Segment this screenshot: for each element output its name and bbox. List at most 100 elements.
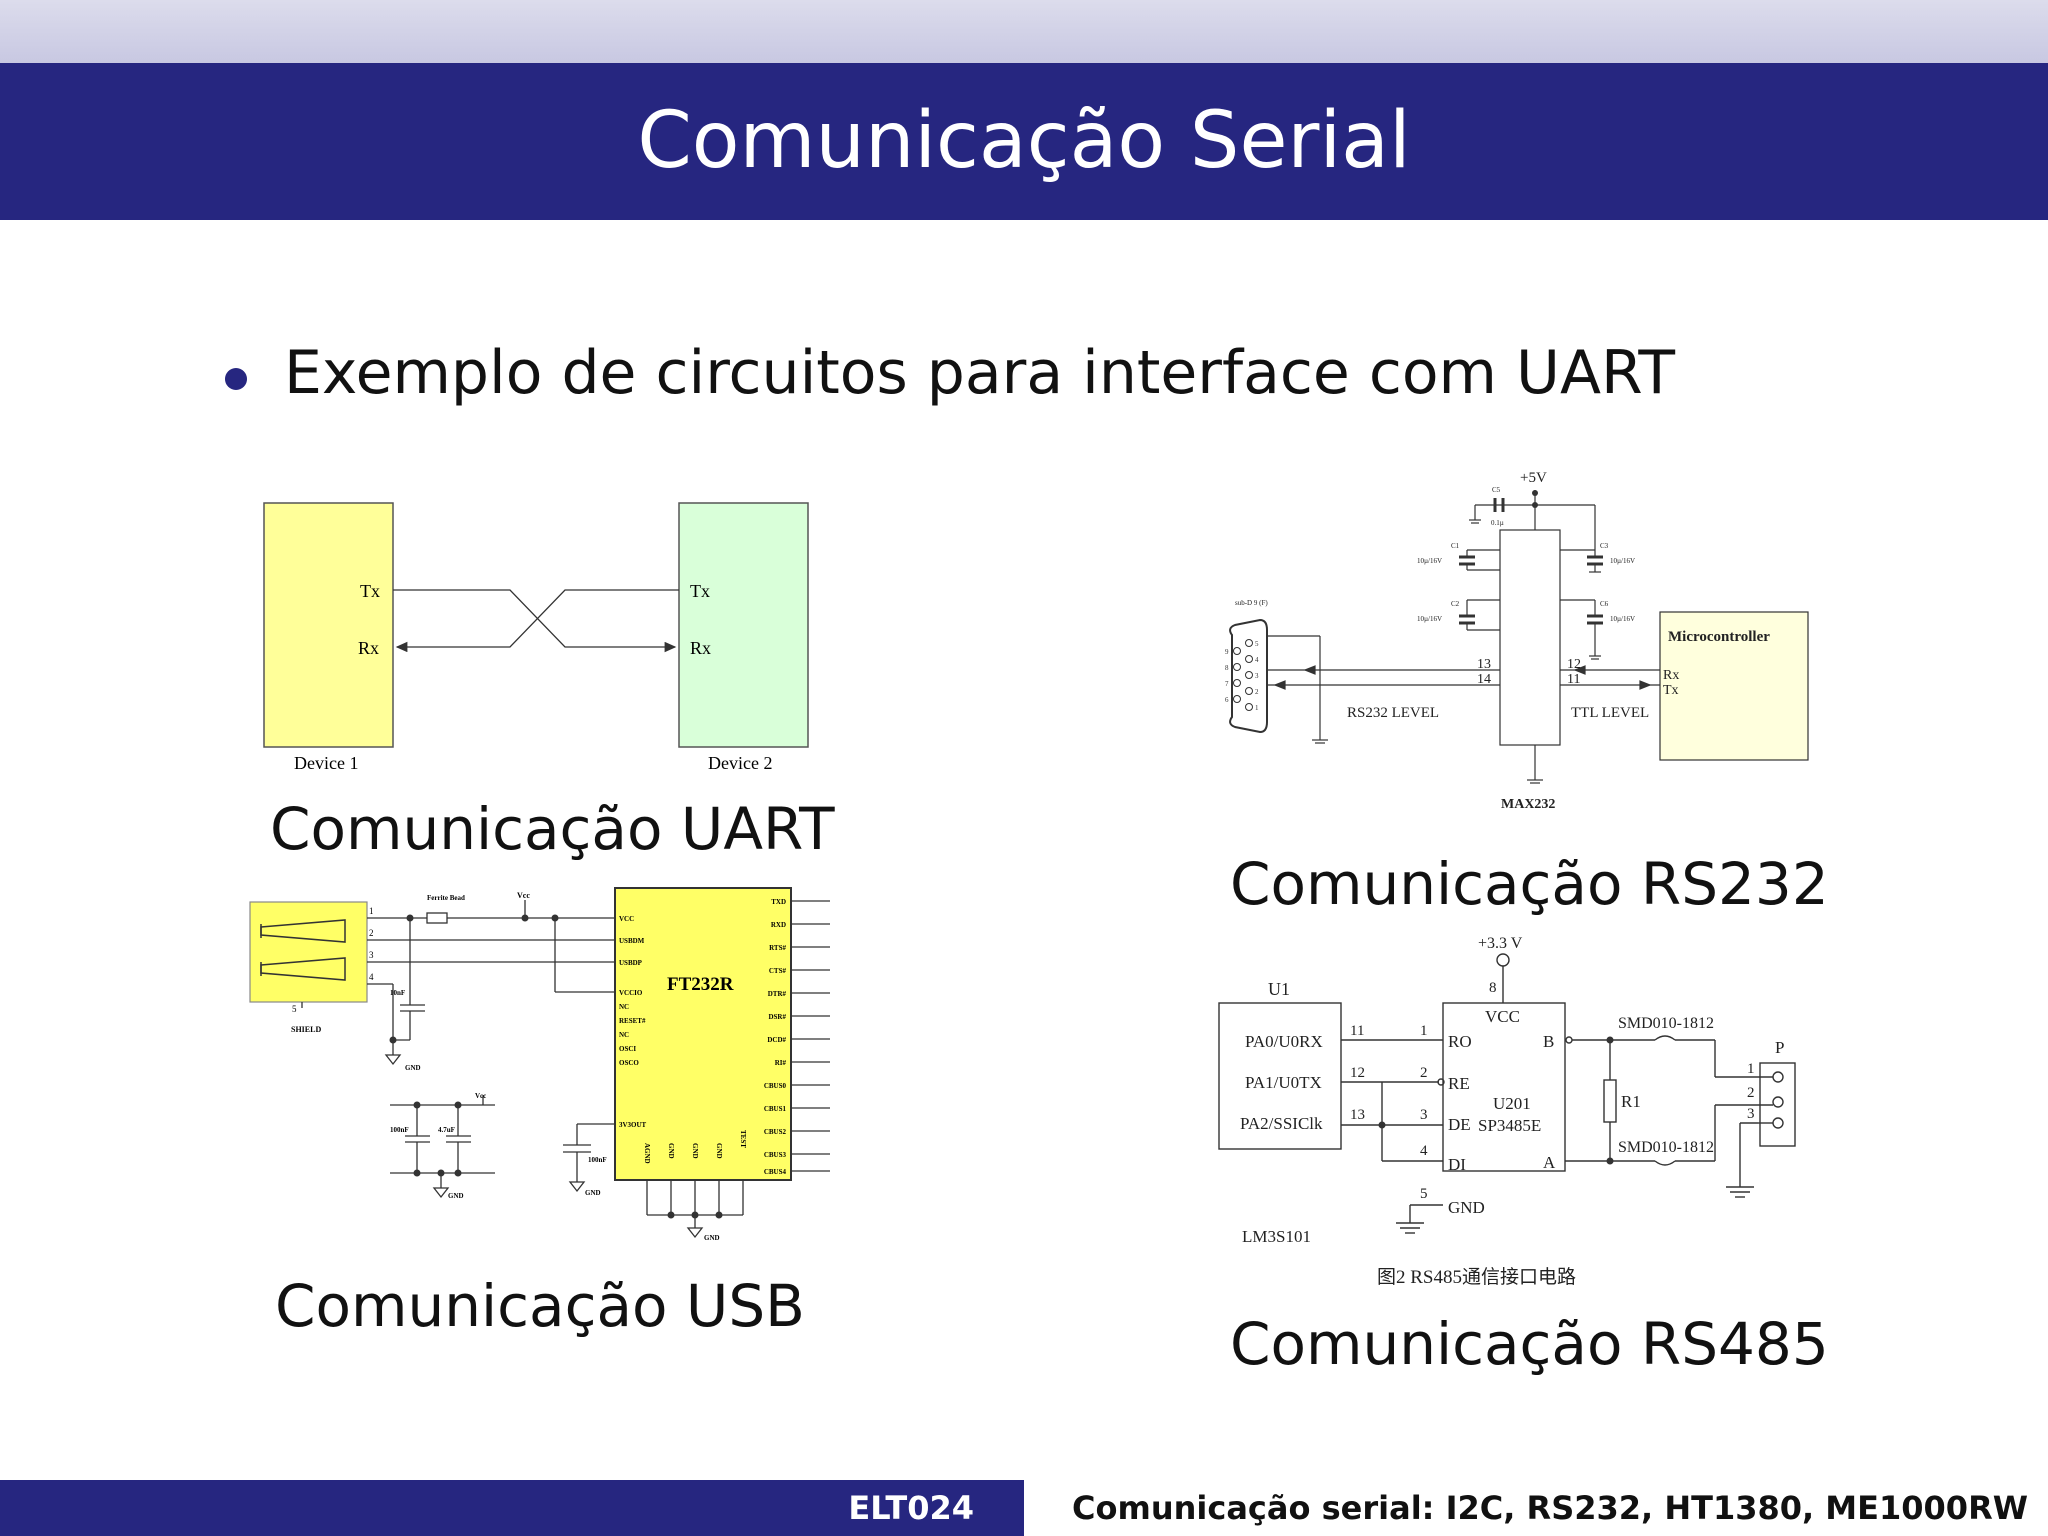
top-strip xyxy=(0,0,2048,63)
rs485-chip-pin-number: 3 xyxy=(1420,1107,1428,1123)
rs485-u1-label: U1 xyxy=(1268,979,1290,999)
uart-diagram: Tx Rx Tx Rx Device 1 Device 2 xyxy=(263,502,809,773)
rs232-c1-value: 10µ/16V xyxy=(1417,557,1442,565)
rs232-c2-label: C2 xyxy=(1451,600,1460,608)
ft232r-left-pin: VCCIO xyxy=(619,989,643,997)
device2-label: Device 2 xyxy=(708,753,772,773)
max232-chip xyxy=(1499,529,1561,746)
rs485-chip-pin-number: 2 xyxy=(1420,1065,1428,1081)
bullet-point xyxy=(225,368,247,390)
rs485-mcu-pin-number: 12 xyxy=(1350,1065,1365,1081)
db9-pin: 8 xyxy=(1225,664,1229,672)
device2-box xyxy=(678,502,809,748)
ft232r-right-pin: DTR# xyxy=(768,990,787,998)
rs232-mcu-tx: Tx xyxy=(1663,683,1679,698)
usb-connector-pin-4: 4 xyxy=(369,972,374,982)
device2-tx-label: Tx xyxy=(690,581,710,601)
rs485-figure-caption: 图2 RS485通信接口电路 xyxy=(1377,1266,1576,1288)
rs232-c6-value: 10µ/16V xyxy=(1610,615,1635,623)
usb-connector-pin-5: 5 xyxy=(292,1004,297,1014)
rs232-mcu-label: Microcontroller xyxy=(1668,629,1770,645)
usb-100nf-label: 100nF xyxy=(390,1126,409,1134)
rs232-c3-label: C3 xyxy=(1600,542,1609,550)
rs232-c6-label: C6 xyxy=(1600,600,1609,608)
ft232r-left-pin: VCC xyxy=(619,915,634,923)
rs485-mcu-pin: PA2/SSIClk xyxy=(1240,1114,1323,1133)
caption-rs485: Comunicação RS485 xyxy=(1230,1310,1829,1378)
rs485-connector-label: P xyxy=(1775,1038,1784,1057)
caption-uart: Comunicação UART xyxy=(270,795,835,863)
db9-pin: 7 xyxy=(1225,680,1229,688)
rs485-chip-pin-number: 5 xyxy=(1420,1186,1428,1202)
usb-shield-label: SHIELD xyxy=(291,1025,321,1034)
slide-title: Comunicação Serial xyxy=(637,96,1411,186)
ft232r-left-pin: OSCI xyxy=(619,1045,636,1053)
db9-pin: 3 xyxy=(1255,672,1259,680)
ttl-level-label: TTL LEVEL xyxy=(1571,705,1649,721)
ft232r-left-pin: OSCO xyxy=(619,1059,639,1067)
ft232r-left-pin: 3V3OUT xyxy=(619,1121,647,1129)
usb-connector-pin-2: 2 xyxy=(369,928,374,938)
ft232r-bottom-pin: TEST xyxy=(739,1130,747,1148)
rs485-mcu-pin-number: 11 xyxy=(1350,1023,1364,1039)
ft232r-left-pin: RESET# xyxy=(619,1017,646,1025)
bullet-text: Exemplo de circuitos para interface com … xyxy=(284,338,1675,408)
usb-vcc-label-top: Vcc xyxy=(517,891,530,900)
footer-right-bar xyxy=(1024,1480,2048,1536)
device1-tx-label: Tx xyxy=(360,581,380,601)
rs485-supply-label: +3.3 V xyxy=(1478,935,1523,952)
rs485-connector-pin: 2 xyxy=(1747,1085,1755,1101)
usb-10nf-label: 10nF xyxy=(390,989,405,997)
usb-gnd-label-3: GND xyxy=(585,1189,601,1197)
rs485-chip-pin: GND xyxy=(1448,1198,1485,1217)
rs485-pin8: 8 xyxy=(1489,980,1497,996)
rs485-chip-pin-number: 4 xyxy=(1420,1143,1428,1159)
ft232r-left-pin: NC xyxy=(619,1031,629,1039)
device2-rx-label: Rx xyxy=(690,638,711,658)
footer-topic: Comunicação serial: I2C, RS232, HT1380, … xyxy=(1072,1489,2028,1527)
rs232-c1-label: C1 xyxy=(1451,542,1460,550)
ft232r-bottom-pin: GND xyxy=(715,1143,723,1159)
rs485-mcu-pin-number: 13 xyxy=(1350,1107,1365,1123)
rs232-c3-value: 10µ/16V xyxy=(1610,557,1635,565)
caption-usb: Comunicação USB xyxy=(275,1272,805,1340)
rs232-c5-label: C5 xyxy=(1492,486,1501,494)
ft232r-right-pin: DCD# xyxy=(767,1036,786,1044)
rs485-vcc-label: VCC xyxy=(1485,1007,1520,1026)
usb-diagram: 1 2 3 4 5 SHIELD xyxy=(249,887,830,1242)
ft232r-bottom-pins: AGND GND GND GND TEST xyxy=(643,1130,747,1164)
usb-gnd-label-2: GND xyxy=(448,1192,464,1200)
ft232r-right-pin: CBUS1 xyxy=(764,1105,787,1113)
rs232-c2-value: 10µ/16V xyxy=(1417,615,1442,623)
usb-connector-pin-3: 3 xyxy=(369,950,374,960)
title-bar xyxy=(0,63,2048,220)
db9-pin: 4 xyxy=(1255,656,1259,664)
usb-47uf-label: 4.7uF xyxy=(438,1126,455,1134)
rs485-b-label: B xyxy=(1543,1032,1554,1051)
rs232-pin11: 11 xyxy=(1567,672,1580,687)
ft232r-left-pin: USBDM xyxy=(619,937,645,945)
rs485-connector-pin: 3 xyxy=(1747,1106,1755,1122)
rs485-chip-pin-number: 1 xyxy=(1420,1023,1428,1039)
db9-pin: 2 xyxy=(1255,688,1259,696)
device1-label: Device 1 xyxy=(294,753,358,773)
ft232r-left-pin: NC xyxy=(619,1003,629,1011)
ft232r-right-pin: RTS# xyxy=(769,944,786,952)
footer-left-bar xyxy=(0,1480,1024,1536)
rs485-mcu-label: LM3S101 xyxy=(1242,1227,1311,1246)
rs232-level-label: RS232 LEVEL xyxy=(1347,705,1439,721)
rs232-pin13: 13 xyxy=(1477,657,1491,672)
rs485-mcu-pin: PA1/U0TX xyxy=(1245,1073,1322,1092)
uart-crossed-wires xyxy=(393,589,679,653)
rs485-chip-part: SP3485E xyxy=(1478,1116,1541,1135)
rs485-fuse-top: SMD010-1812 xyxy=(1618,1015,1714,1032)
db9-pin: 6 xyxy=(1225,696,1229,704)
ft232r-left-pins: VCC USBDM USBDP VCCIO NC RESET# NC OSCI … xyxy=(619,915,647,1129)
ft232r-right-pin: RXD xyxy=(771,921,786,929)
rs232-supply-label: +5V xyxy=(1520,470,1547,486)
rs485-chip-pin: DE xyxy=(1448,1115,1471,1134)
rs485-connector-pin: 1 xyxy=(1747,1061,1755,1077)
ft232r-right-pin: CBUS2 xyxy=(764,1128,787,1136)
rs232-pin12: 12 xyxy=(1567,657,1581,672)
ft232r-bottom-pin: GND xyxy=(667,1143,675,1159)
